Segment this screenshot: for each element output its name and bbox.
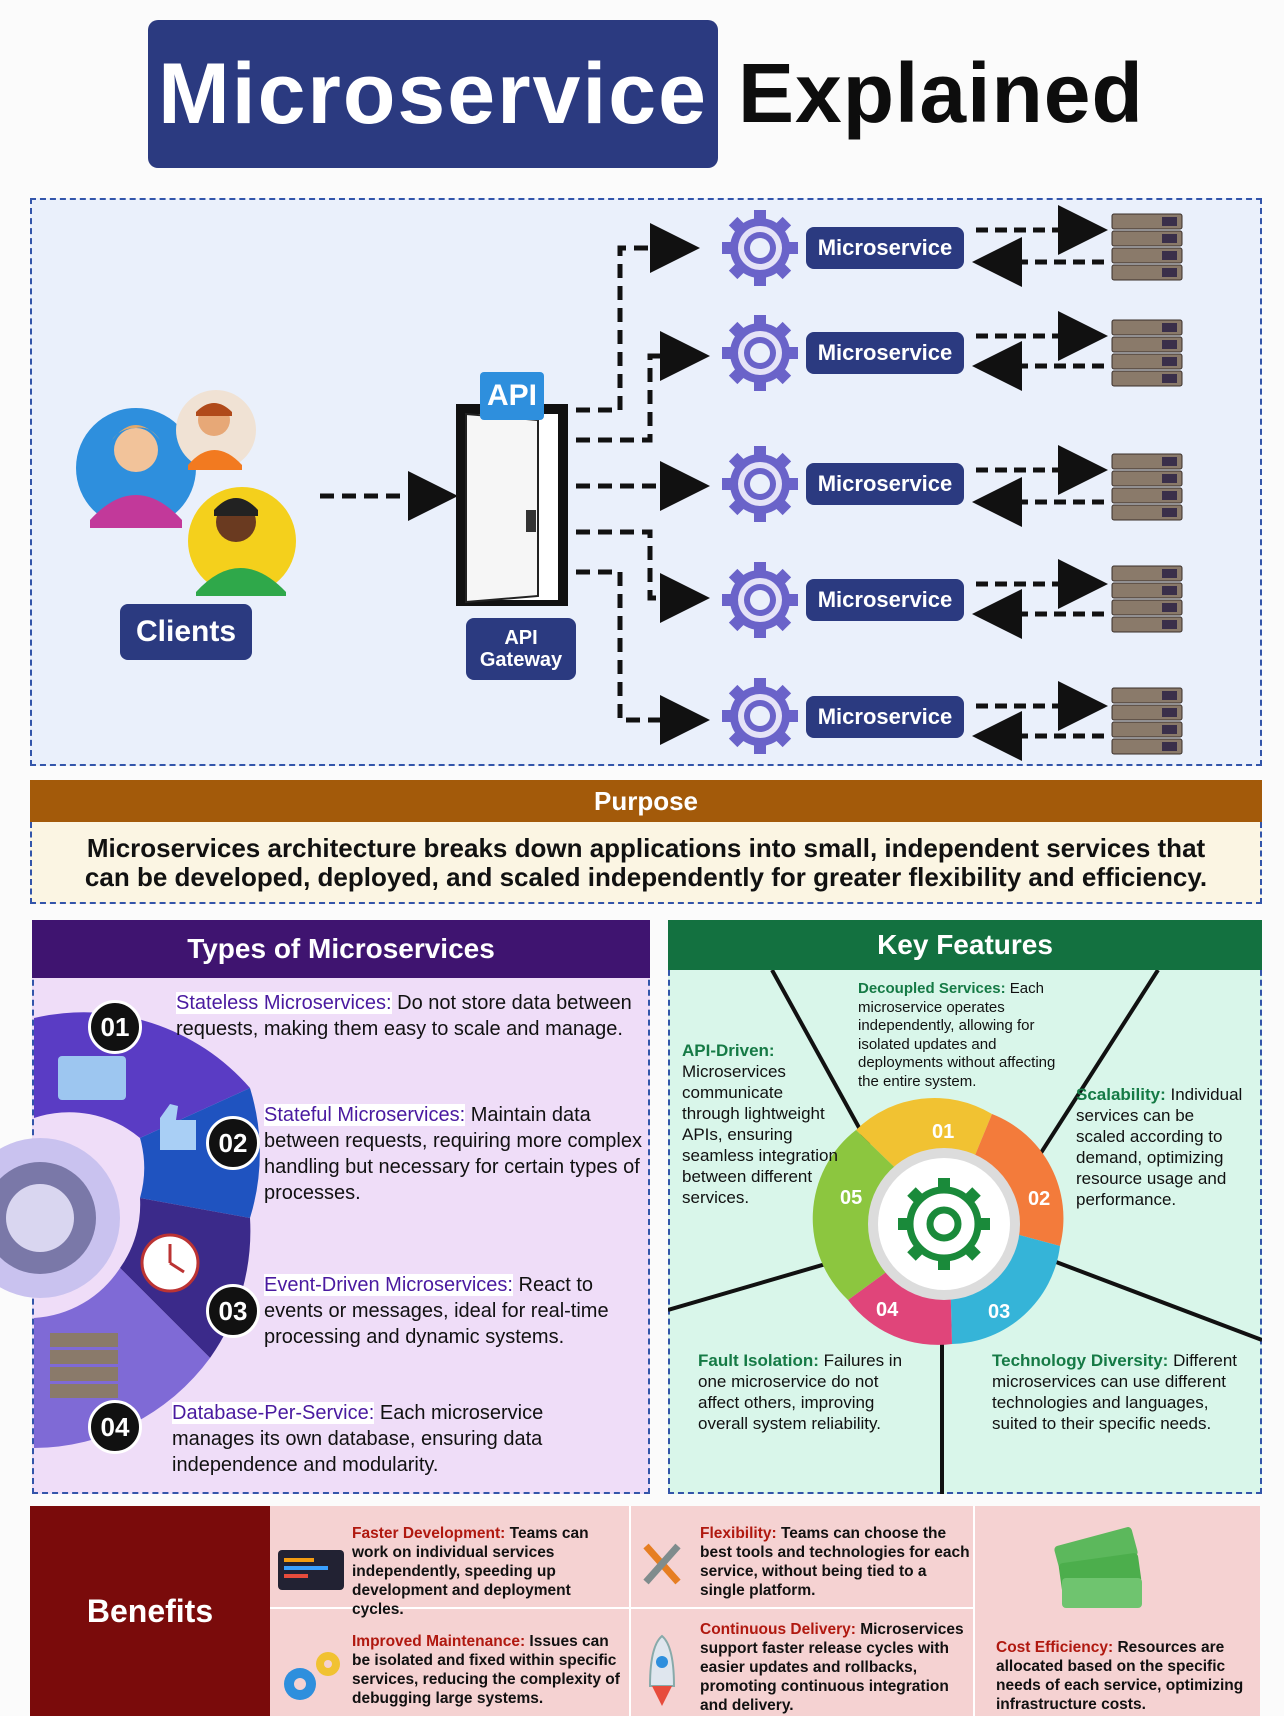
benefit-desc: Teams can choose the best tools and tech…: [700, 1525, 970, 1599]
feature-desc: Different microservices can use differen…: [992, 1351, 1238, 1433]
type-desc: Maintain data between requests, requirin…: [264, 1104, 642, 1204]
feature-scalability: Scalability: Individual services can be …: [1076, 1084, 1246, 1210]
benefit-desc: Issues can be isolated and fixed within …: [352, 1633, 620, 1707]
types-wheel-graphic: [0, 1012, 260, 1448]
feature-desc: Individual services can be scaled accord…: [1076, 1085, 1243, 1209]
gear-icon: [722, 315, 798, 391]
type-item-stateless: Stateless Microservices: Do not store da…: [176, 990, 636, 1042]
architecture-diagram: [76, 205, 1183, 761]
server-icon: [1111, 687, 1183, 755]
wheel-number-03: 03: [988, 1301, 1010, 1323]
feature-decoupled: Decoupled Services: Each microservice op…: [858, 980, 1058, 1091]
gateway-line-2: Gateway: [479, 649, 563, 671]
client-avatar-2: [176, 390, 256, 470]
thumbs-up-icon: [160, 1104, 196, 1150]
benefit-desc: Microservices support faster release cyc…: [700, 1621, 964, 1714]
gateway-line-1: API: [504, 627, 538, 649]
title-banner: Microservice: [148, 20, 718, 168]
wheel-number-04: 04: [876, 1299, 899, 1321]
features-heading: Key Features: [668, 920, 1262, 970]
benefit-cost-efficiency: Cost Efficiency: Resources are allocated…: [996, 1638, 1252, 1714]
server-icon: [1111, 565, 1183, 633]
feature-name: Scalability:: [1076, 1085, 1166, 1104]
benefits-graphics: [270, 1506, 1142, 1716]
type-desc: Do not store data between requests, maki…: [176, 992, 632, 1040]
clients-label: Clients: [120, 604, 252, 660]
feature-name: API-Driven:: [682, 1041, 775, 1060]
wheel-number-02: 02: [1028, 1188, 1050, 1210]
benefit-flexibility: Flexibility: Teams can choose the best t…: [700, 1524, 970, 1600]
benefit-desc: Resources are allocated based on the spe…: [996, 1639, 1244, 1713]
window-icon: [58, 1056, 126, 1100]
api-badge: API: [480, 372, 544, 420]
server-icon: [1111, 213, 1183, 281]
benefit-name: Improved Maintenance:: [352, 1633, 526, 1650]
rocket-icon: [648, 1634, 676, 1706]
types-heading: Types of Microservices: [32, 920, 650, 978]
type-item-database-per-service: Database-Per-Service: Each microservice …: [172, 1400, 612, 1478]
tools-icon: [643, 1543, 681, 1585]
type-name: Stateful Microservices:: [264, 1104, 466, 1126]
client-avatar-3: [188, 487, 296, 596]
feature-name: Fault Isolation:: [698, 1351, 819, 1370]
purpose-line-2: can be developed, deployed, and scaled i…: [84, 862, 1208, 892]
type-name: Event-Driven Microservices:: [264, 1274, 513, 1296]
gear-icon: [722, 446, 798, 522]
benefit-name: Cost Efficiency:: [996, 1639, 1114, 1656]
benefit-improved-maintenance: Improved Maintenance: Issues can be isol…: [352, 1632, 630, 1708]
feature-api-driven: API-Driven: Microservices communicate th…: [682, 1040, 838, 1208]
benefit-name: Continuous Delivery:: [700, 1621, 856, 1638]
type-name: Stateless Microservices:: [176, 992, 392, 1014]
type-item-event-driven: Event-Driven Microservices: React to eve…: [264, 1272, 644, 1350]
microservice-label: Microservice: [806, 227, 964, 269]
gateway-door-icon: [456, 404, 568, 606]
server-icon: [1111, 319, 1183, 387]
gears-icon: [284, 1652, 340, 1700]
feature-desc: Microservices communicate through lightw…: [682, 1062, 838, 1207]
benefit-name: Faster Development:: [352, 1525, 506, 1542]
purpose-heading: Purpose: [30, 780, 1262, 822]
purpose-line-1: Microservices architecture breaks down a…: [86, 833, 1206, 863]
wheel-number-01: 01: [932, 1121, 954, 1143]
purpose-body: Microservices architecture breaks down a…: [30, 822, 1262, 904]
microservice-label: Microservice: [806, 332, 964, 374]
gear-icon: [722, 210, 798, 286]
type-desc: React to events or messages, ideal for r…: [264, 1274, 609, 1348]
server-icon: [1111, 453, 1183, 521]
wheel-number-05: 05: [840, 1187, 862, 1209]
microservice-label: Microservice: [806, 696, 964, 738]
feature-desc: Failures in one microservice do not affe…: [698, 1351, 903, 1433]
benefit-name: Flexibility:: [700, 1525, 777, 1542]
code-editor-icon: [278, 1550, 344, 1590]
feature-fault-isolation: Fault Isolation: Failures in one microse…: [698, 1350, 908, 1434]
features-wheel-graphic: 01 02 03 04 05: [668, 968, 1262, 1494]
feature-desc: Each microservice operates independently…: [858, 980, 1056, 1090]
gear-icon: [722, 562, 798, 638]
microservice-label: Microservice: [806, 579, 964, 621]
gear-icon: [722, 678, 798, 754]
type-number-badge: 02: [206, 1116, 260, 1170]
benefit-continuous-delivery: Continuous Delivery: Microservices suppo…: [700, 1620, 970, 1715]
type-desc: Each microservice manages its own databa…: [172, 1402, 544, 1476]
feature-name: Technology Diversity:: [992, 1351, 1169, 1370]
title-highlight: Microservice: [158, 45, 708, 142]
architecture-panel: [30, 198, 1262, 766]
benefits-heading: Benefits: [30, 1506, 270, 1716]
feature-technology-diversity: Technology Diversity: Different microser…: [992, 1350, 1252, 1434]
type-item-stateful: Stateful Microservices: Maintain data be…: [264, 1102, 644, 1206]
client-avatar-1: [76, 408, 196, 528]
title-rest: Explained: [738, 46, 1144, 140]
type-number-badge: 01: [88, 1000, 142, 1054]
benefit-desc: Teams can work on individual services in…: [352, 1525, 589, 1618]
type-number-badge: 03: [206, 1284, 260, 1338]
microservice-label: Microservice: [806, 463, 964, 505]
benefit-faster-development: Faster Development: Teams can work on in…: [352, 1524, 620, 1619]
database-icon: [50, 1333, 118, 1398]
money-icon: [1054, 1527, 1142, 1608]
type-number-badge: 04: [88, 1400, 142, 1454]
feature-name: Decoupled Services:: [858, 980, 1006, 997]
api-gateway-label: API Gateway: [466, 618, 576, 680]
type-name: Database-Per-Service:: [172, 1402, 375, 1424]
